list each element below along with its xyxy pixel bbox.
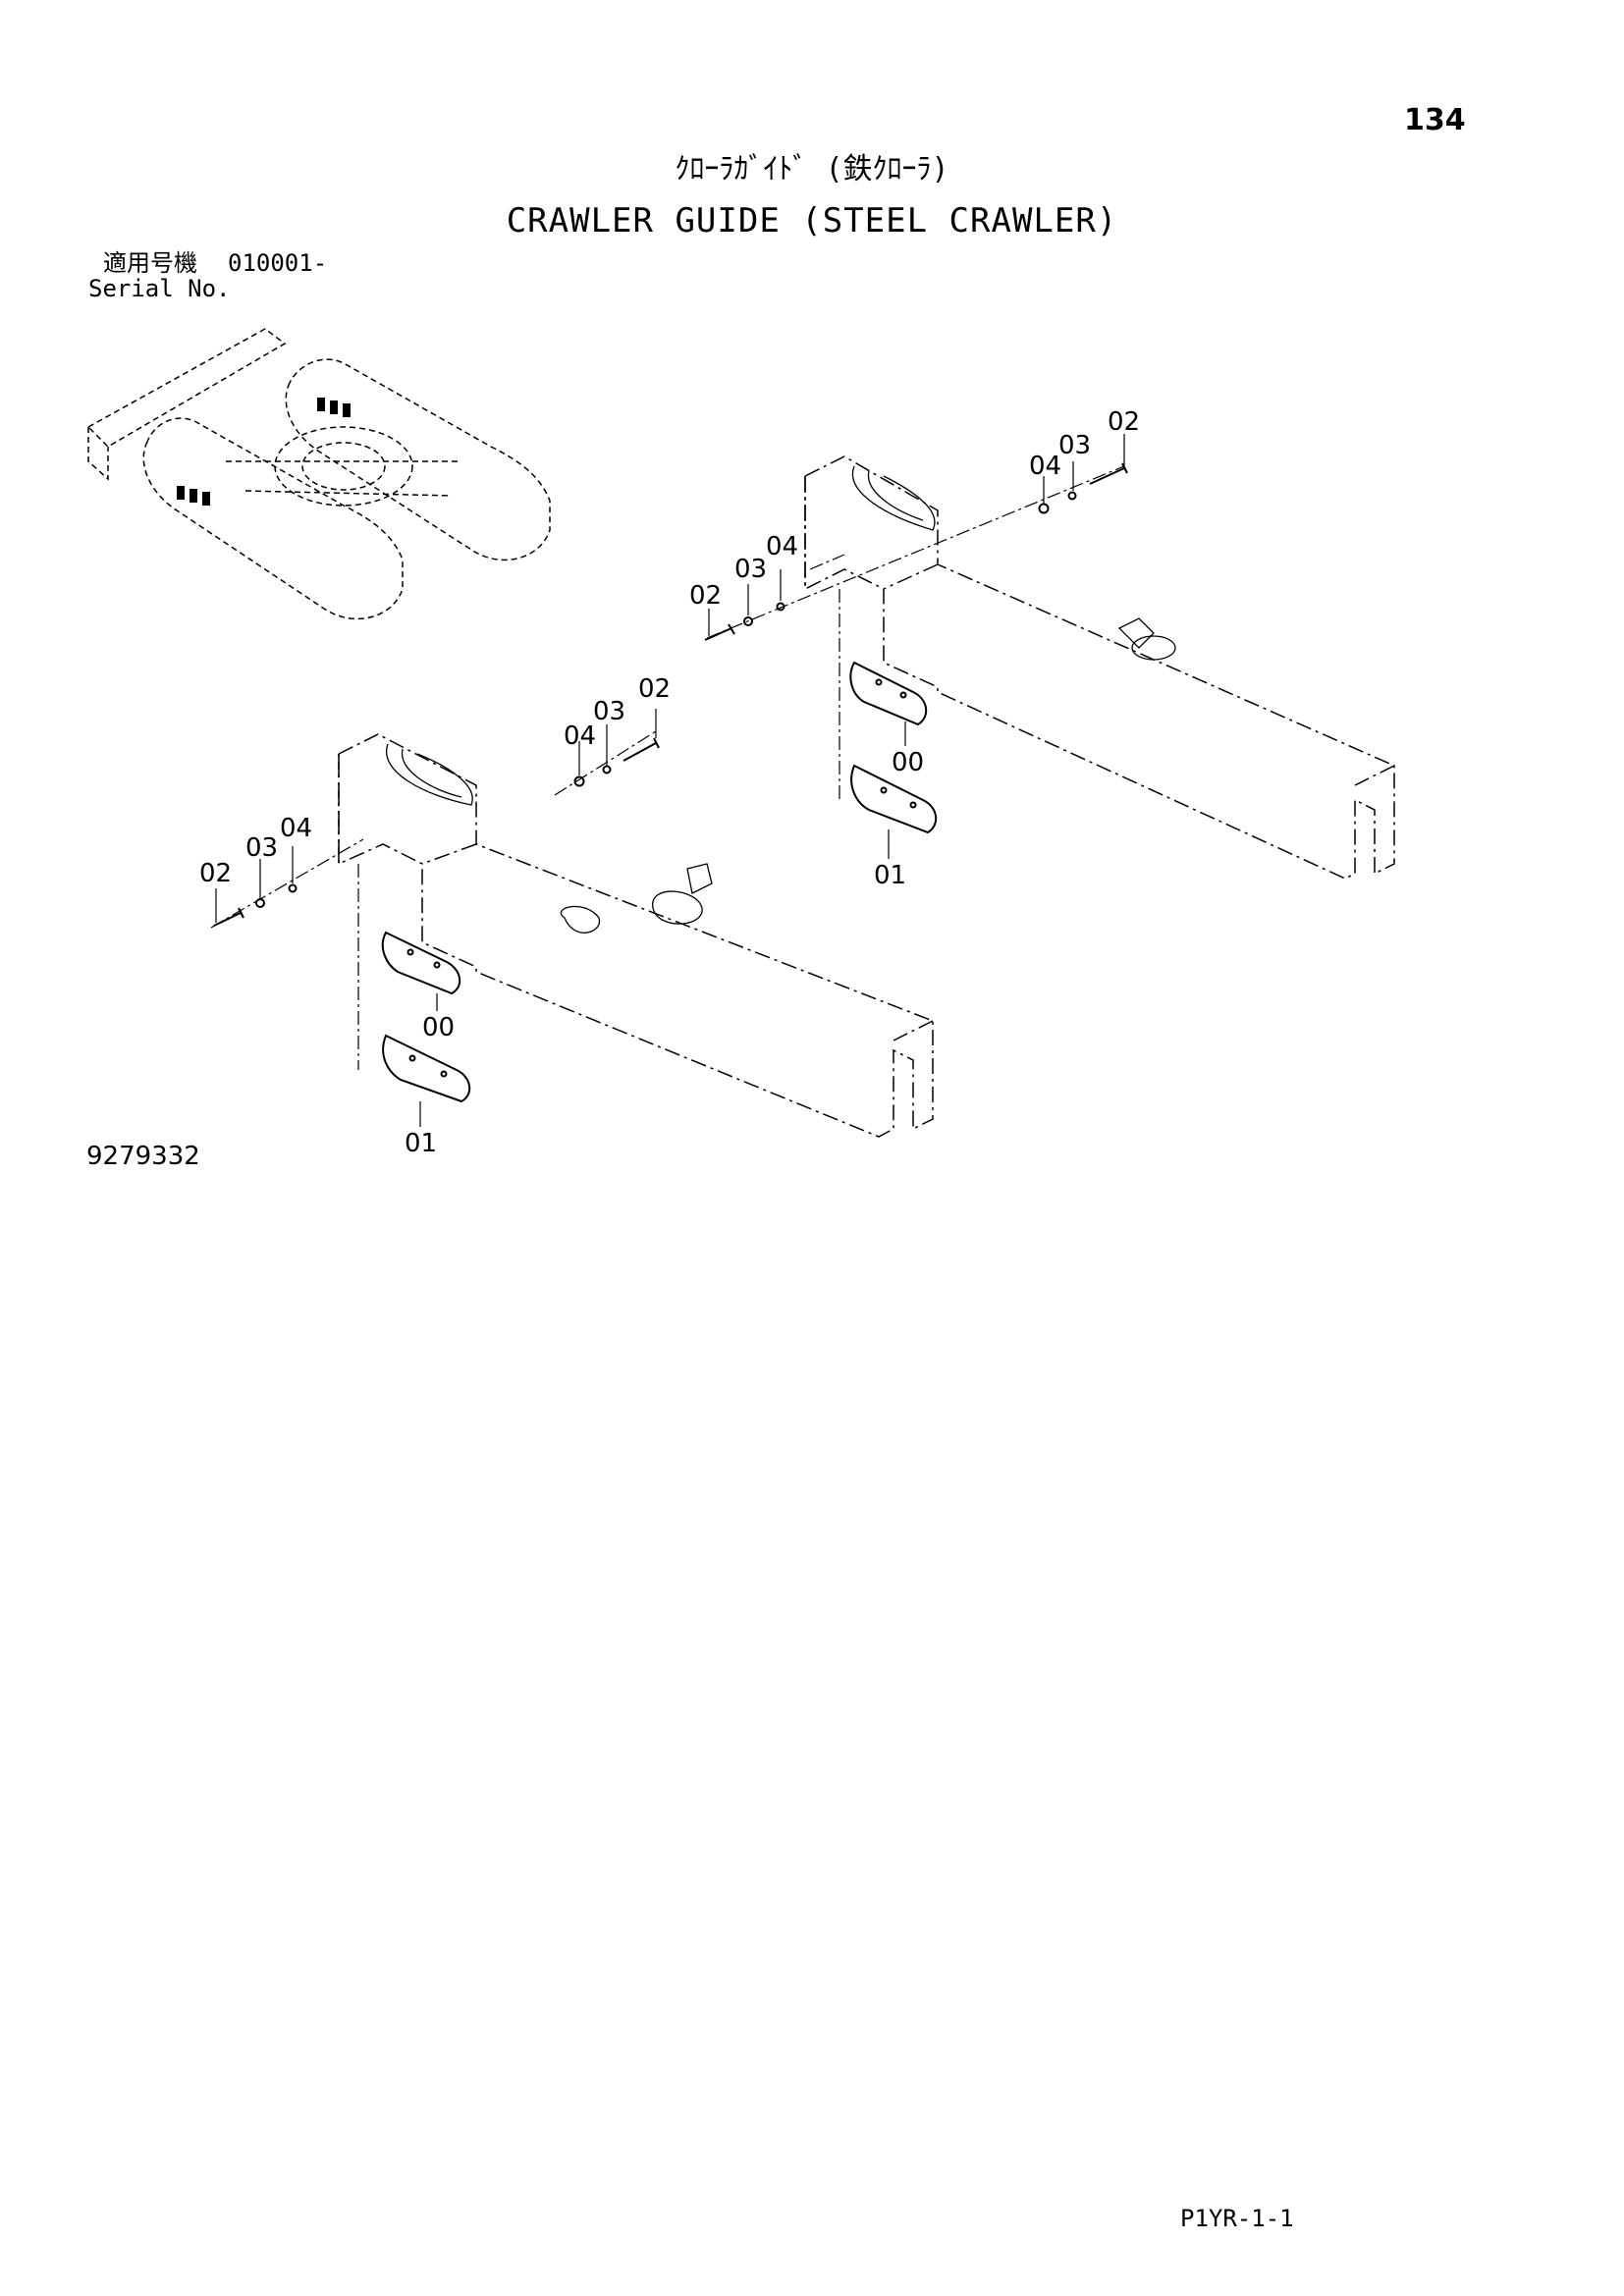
track-frame-lower-details xyxy=(385,743,713,934)
title-english: CRAWLER GUIDE (STEEL CRAWLER) xyxy=(506,201,1118,240)
callout-02-lower-left: 02 xyxy=(199,859,232,888)
page-number: 134 xyxy=(1404,103,1466,137)
callout-03-lower-left: 03 xyxy=(245,833,278,863)
callout-02-lower-right: 02 xyxy=(638,674,671,704)
callout-02-upper-right: 02 xyxy=(1108,407,1140,437)
callout-03-lower-right: 03 xyxy=(593,697,625,726)
callout-04-upper-mid: 04 xyxy=(766,532,798,561)
callout-03-upper-right: 03 xyxy=(1058,431,1091,460)
fasteners xyxy=(213,462,1128,927)
callout-04-lower-left: 04 xyxy=(280,814,312,843)
crawler-links xyxy=(177,398,351,506)
guide-plate-lower-01 xyxy=(382,1034,471,1103)
guide-plate-upper-01 xyxy=(850,764,938,834)
callout-01-lower: 01 xyxy=(405,1129,437,1158)
callout-00-upper: 00 xyxy=(892,748,924,777)
track-frame-upper-details xyxy=(851,465,1176,661)
undercarriage-overview xyxy=(86,328,551,620)
guide-plate-lower-00 xyxy=(381,931,461,995)
guide-plate-upper-00 xyxy=(849,661,928,726)
callout-03-upper-mid: 03 xyxy=(734,555,767,584)
serial-label-english: Serial No. xyxy=(88,275,231,302)
leader-lines xyxy=(210,465,1125,1070)
callout-04-lower-right: 04 xyxy=(564,721,596,751)
track-frame-lower xyxy=(338,733,934,1138)
callout-01-upper: 01 xyxy=(874,861,906,890)
callout-02-upper-mid: 02 xyxy=(689,581,722,611)
footer-code: P1YR-1-1 xyxy=(1180,2205,1294,2232)
callout-00-lower: 00 xyxy=(422,1013,455,1042)
serial-value: 010001- xyxy=(228,249,328,277)
title-japanese: ｸﾛｰﾗｶﾞｲﾄﾞ (鉄ｸﾛｰﾗ) xyxy=(675,152,949,187)
callout-04-upper-right: 04 xyxy=(1029,452,1061,481)
drawing-number: 9279332 xyxy=(86,1142,200,1171)
track-frame-upper xyxy=(804,455,1395,880)
serial-label-japanese: 適用号機 xyxy=(103,249,197,277)
callout-ticks xyxy=(215,434,1125,1127)
